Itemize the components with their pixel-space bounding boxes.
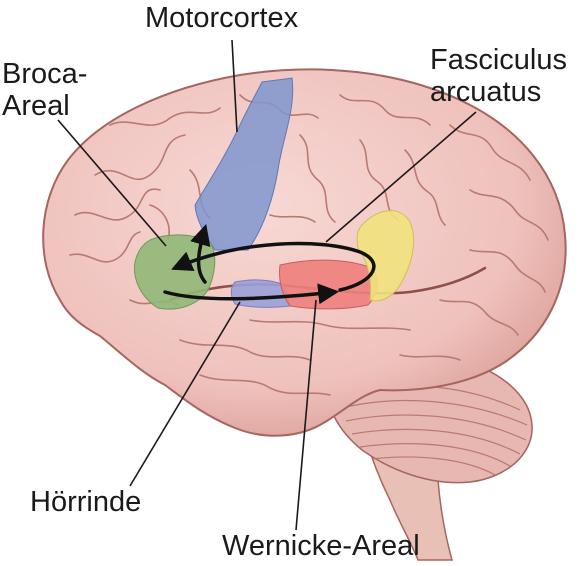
label-fasciculus-line1: Fasciculus: [430, 44, 567, 76]
arrow-to-wernicke: [163, 283, 340, 305]
yellow-region: [356, 210, 415, 302]
pointer-wernicke: [295, 299, 317, 531]
pointer-lines: [57, 39, 477, 531]
pointer-broca: [57, 119, 167, 247]
arrow-to-motorcortex: [190, 223, 211, 284]
cerebrum: [42, 68, 567, 437]
pointer-hoerrinde: [129, 301, 241, 487]
fasciculus-arrows: [163, 223, 376, 305]
label-motorcortex: Motorcortex: [145, 2, 299, 34]
arrow-to-broca: [171, 241, 376, 292]
label-broca-line1: Broca-: [2, 58, 88, 90]
pointer-motorcortex: [231, 39, 238, 133]
label-fasciculus-line2: arcuatus: [430, 76, 542, 108]
gyri-texture: [69, 94, 549, 396]
wernicke-region: [279, 259, 378, 310]
label-broca-line2: Areal: [2, 90, 70, 122]
label-hoerrinde: Hörrinde: [30, 486, 142, 518]
label-broca-areal: Broca- Areal: [2, 58, 87, 122]
pointer-fasciculus: [325, 111, 477, 243]
label-wernicke-areal: Wernicke-Areal: [222, 530, 420, 562]
hoerrinde-region: [230, 279, 291, 308]
label-fasciculus-arcuatus: Fasciculus arcuatus: [430, 44, 567, 108]
